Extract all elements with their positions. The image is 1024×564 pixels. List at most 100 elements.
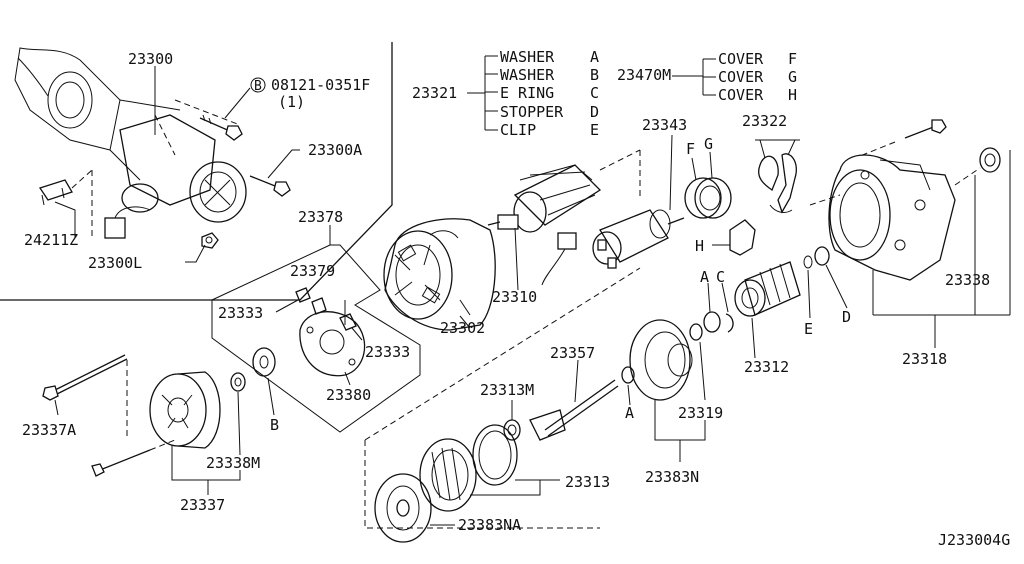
svg-text:E RING: E RING (500, 84, 554, 102)
svg-text:COVER: COVER (718, 68, 764, 86)
vehicle-inset: 23300 B 08121-0351F (1) 23300A 24211Z 23… (0, 42, 393, 301)
svg-text:STOPPER: STOPPER (500, 103, 564, 121)
label-23321: 23321 (412, 84, 457, 102)
svg-text:H: H (788, 86, 797, 104)
label-E: E (804, 320, 813, 338)
cover-G (694, 177, 732, 219)
label-23313: 23313 (565, 473, 610, 491)
svg-text:CLIP: CLIP (500, 121, 536, 139)
label-23319: 23319 (678, 404, 723, 422)
label-23333-left: 23333 (218, 304, 263, 322)
clip-E (803, 255, 813, 269)
label-23380: 23380 (326, 386, 371, 404)
label-F: F (686, 140, 695, 158)
label-G: G (704, 135, 713, 153)
label-23357: 23357 (550, 344, 595, 362)
rear-cover-23337: 23337A B 23338M 23337 (22, 347, 279, 514)
bushing-23338 (979, 147, 1001, 173)
label-23313M: 23313M (480, 381, 534, 399)
label-23378: 23378 (298, 208, 343, 226)
label-23318: 23318 (902, 350, 947, 368)
cover-F (684, 177, 722, 219)
through-bolt-topright (809, 119, 947, 206)
svg-text:A: A (590, 48, 599, 66)
legend-23470M: 23470M COVER F COVER G COVER H (617, 50, 797, 104)
label-24211Z: 24211Z (24, 231, 78, 249)
label-23379: 23379 (290, 262, 335, 280)
svg-text:COVER: COVER (718, 50, 764, 68)
bearing-23319 (689, 323, 703, 341)
label-23383NA: 23383NA (458, 516, 521, 534)
lower-dashed-boundary (364, 440, 600, 529)
svg-text:G: G (788, 68, 797, 86)
label-23338M: 23338M (206, 454, 260, 472)
label-23312: 23312 (744, 358, 789, 376)
label-23338: 23338 (945, 271, 990, 289)
yoke-23302: 23302 (383, 218, 496, 337)
brush-23333-right (339, 313, 357, 331)
svg-text:D: D (590, 103, 599, 121)
label-circle-b: B (254, 79, 262, 94)
label-23310: 23310 (492, 288, 537, 306)
nut-23300L (201, 232, 219, 249)
label-23333-right: 23333 (365, 343, 410, 361)
commutator-end (497, 214, 519, 230)
planet-gear-23313M: 23313M (480, 381, 534, 441)
starter-assembly-inset (104, 99, 247, 239)
svg-text:B: B (590, 66, 599, 84)
label-A-upper: A (700, 268, 709, 286)
washer-B (252, 347, 276, 377)
bolt-23300A (249, 175, 291, 197)
brush-23333-left (295, 287, 311, 303)
washer-A-upper (703, 311, 721, 333)
solenoid-23343: 23343 (541, 116, 687, 286)
cap-24211Z (38, 169, 93, 240)
shift-lever-23322: 23322 (742, 112, 800, 214)
diagram-reference-code: J233004G (938, 531, 1010, 549)
label-23300L: 23300L (88, 254, 142, 272)
internal-gear-23383N: 23319 23383N (629, 319, 723, 486)
gear-case-23318: 23338 D 23318 (814, 147, 1011, 368)
connector-plug (557, 232, 577, 250)
label-23322: 23322 (742, 112, 787, 130)
label-C: C (716, 268, 725, 286)
svg-text:C: C (590, 84, 599, 102)
covers-fgh: F G H (684, 135, 756, 256)
label-23300: 23300 (128, 50, 173, 68)
label-D: D (842, 308, 851, 326)
label-bolt-qty: (1) (278, 93, 305, 111)
svg-text:F: F (788, 50, 797, 68)
label-23337: 23337 (180, 496, 225, 514)
flywheel-housing (47, 71, 93, 129)
washer-A-lower (621, 366, 635, 384)
cover-H (729, 219, 756, 256)
label-H: H (695, 237, 704, 255)
brush-holder-group: 23378 23379 23333 23333 23380 (211, 208, 421, 433)
circle-b-marker (250, 77, 266, 93)
label-23300A: 23300A (308, 141, 362, 159)
pinion-assembly-23312: A C E 23312 (700, 255, 813, 376)
label-bolt-code: 08121-0351F (271, 76, 370, 94)
pinion-shaft-23357: 23357 A (529, 344, 635, 441)
label-A-lower: A (625, 404, 634, 422)
label-23302: 23302 (440, 319, 485, 337)
gear-set-23313: 23313 (419, 424, 610, 512)
svg-text:E: E (590, 121, 599, 139)
e-ring-C (725, 313, 734, 333)
label-B: B (270, 416, 279, 434)
svg-text:WASHER: WASHER (500, 48, 555, 66)
legend-23321: 23321 WASHER A WASHER B E RING C STOPPER… (412, 48, 599, 139)
brush-holder-bracket (211, 225, 421, 433)
spring-23379 (311, 297, 327, 315)
stopper-D (814, 246, 830, 266)
engine-block-outline (14, 47, 121, 151)
label-23343: 23343 (642, 116, 687, 134)
label-23337A: 23337A (22, 421, 76, 439)
through-bolt-head (42, 385, 59, 401)
gear-housing-23383NA: 23383NA (374, 473, 521, 543)
brush-plate-23380 (299, 311, 366, 377)
bolt-08121-0351F (199, 114, 243, 141)
armature-23310: 23310 (487, 149, 641, 306)
